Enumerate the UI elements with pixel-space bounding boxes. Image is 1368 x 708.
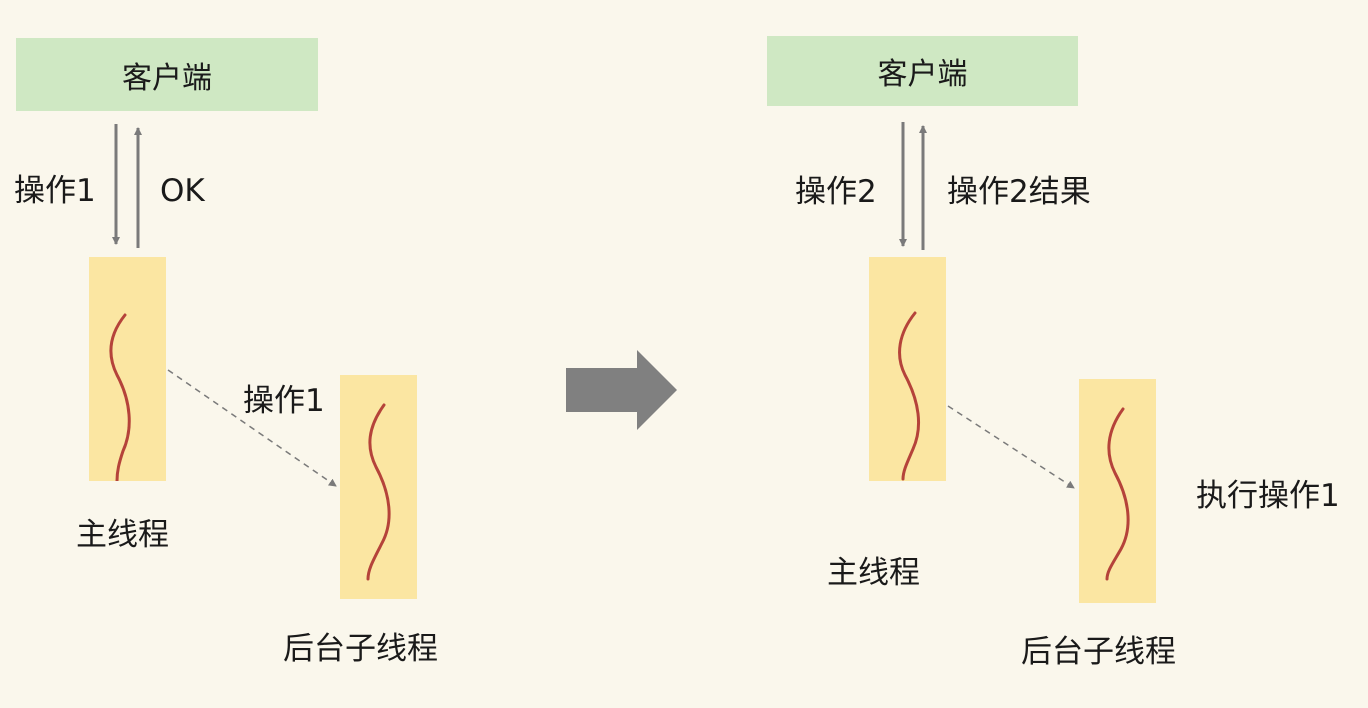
left-client-label: 客户端 <box>122 60 212 96</box>
right-main-thread <box>869 257 946 481</box>
left-dispatch-arrow <box>167 369 337 487</box>
right-bg-thread-squiggle <box>1105 407 1130 581</box>
right-dispatch-arrow <box>947 405 1075 489</box>
left-response-label: OK <box>160 173 205 209</box>
right-bg-thread <box>1079 379 1156 603</box>
left-main-thread <box>89 257 166 483</box>
right-main-thread-squiggle <box>898 311 920 481</box>
right-response-label: 操作2结果 <box>947 174 1091 210</box>
left-bg-thread-label: 后台子线程 <box>283 631 438 667</box>
left-bg-thread-squiggle <box>366 403 391 581</box>
left-request-label: 操作1 <box>14 173 96 209</box>
left-dispatch-label: 操作1 <box>243 383 325 419</box>
right-request-label: 操作2 <box>795 174 877 210</box>
left-bg-thread <box>340 375 417 599</box>
left-main-thread-squiggle <box>109 313 131 483</box>
right-client-label: 客户端 <box>877 57 968 92</box>
right-bg-thread-label: 后台子线程 <box>1021 634 1176 670</box>
right-client-box: 客户端 <box>767 36 1078 106</box>
left-main-thread-label: 主线程 <box>76 517 169 553</box>
left-client-box: 客户端 <box>16 38 318 111</box>
transition-arrow <box>566 350 677 430</box>
right-bg-action-label: 执行操作1 <box>1196 478 1340 514</box>
right-main-thread-label: 主线程 <box>827 555 920 591</box>
